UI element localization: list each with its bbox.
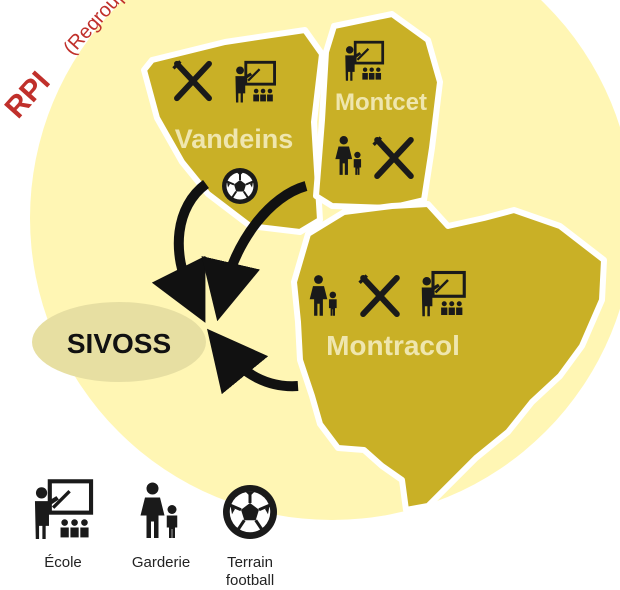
sivoss-label: SIVOSS [67, 328, 171, 359]
legend-label-terrain-line2: football [225, 572, 275, 589]
region-vandeins [141, 27, 325, 235]
arrow-montcet-to-sivoss [201, 181, 308, 322]
legend-label-terrain: Terrain football [210, 554, 290, 590]
legend-label-garderie: Garderie [131, 554, 191, 571]
legend-label-ecole: École [44, 554, 82, 571]
daycare-icon [140, 482, 178, 538]
school-icon [35, 481, 91, 539]
football-icon [221, 167, 259, 205]
commune-label-montcet: Montcet [335, 89, 427, 116]
commune-label-vandeins: Vandeins [175, 124, 294, 154]
football-icon [221, 483, 279, 541]
arrow-vandeins-to-sivoss [151, 179, 210, 323]
sivoss-ellipse [32, 302, 206, 382]
legend-label-terrain-line1: Terrain [227, 554, 273, 571]
arrow-montracol-to-sivoss [206, 328, 299, 395]
commune-label-montracol: Montracol [326, 330, 460, 361]
region-montracol [291, 201, 607, 513]
